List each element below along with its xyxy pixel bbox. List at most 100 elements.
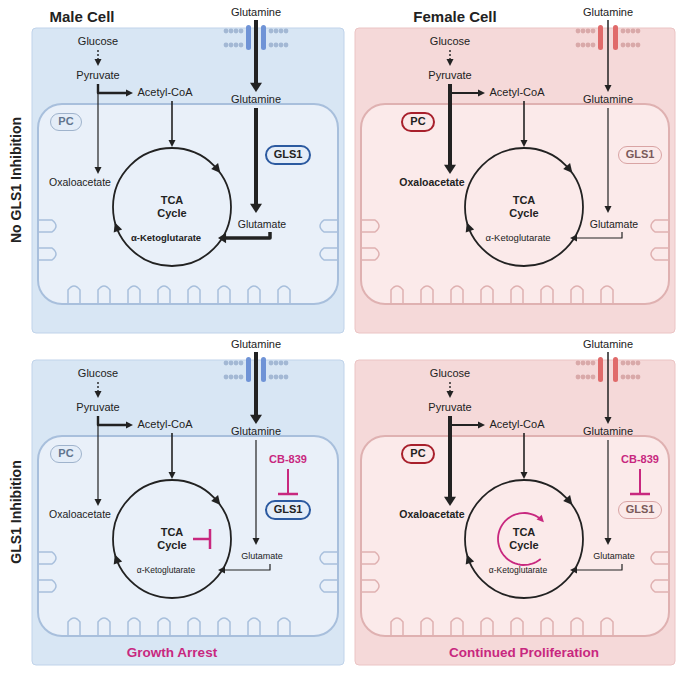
enzyme-name: GLS1 — [274, 503, 303, 516]
arrowhead — [605, 417, 612, 424]
metabolite-label: Oxaloacetate — [399, 508, 464, 521]
glutamine-transporter — [613, 25, 618, 50]
metabolite-label: Glutamate — [238, 218, 286, 231]
lipid-head — [224, 361, 229, 366]
arrowhead — [169, 472, 176, 479]
lipid-head — [591, 29, 596, 34]
arrowhead — [605, 538, 612, 545]
flux-arrow — [171, 433, 173, 474]
flux-arrow — [607, 440, 608, 540]
flux-arrow — [523, 101, 525, 142]
lipid-head — [279, 375, 284, 380]
glutamine-transporter — [246, 25, 251, 50]
arrowhead — [447, 59, 454, 66]
arrowhead — [95, 499, 102, 506]
lipid-head — [576, 375, 581, 380]
metabolite-label: Pyruvate — [428, 69, 471, 82]
lipid-head — [636, 361, 641, 366]
tca-cycle-circle: TCA Cycle — [110, 477, 234, 601]
metabolite-label: Glutamine — [583, 338, 633, 351]
lipid-head — [234, 29, 239, 34]
metabolite-label: Glutamine — [231, 93, 281, 106]
lipid-head — [269, 361, 274, 366]
lipid-head — [234, 43, 239, 48]
lipid-head — [274, 375, 279, 380]
lipid-head — [239, 43, 244, 48]
cycle-ring — [113, 480, 231, 598]
lipid-head — [284, 29, 289, 34]
arrowhead — [447, 391, 454, 398]
metabolite-label: Oxaloacetate — [49, 508, 111, 521]
lipid-head — [576, 29, 581, 34]
arrowhead — [605, 85, 612, 92]
flux-arrow — [97, 84, 98, 169]
arrowhead — [463, 221, 475, 233]
metabolite-label: Acetyl-CoA — [137, 418, 192, 431]
arrowhead — [250, 415, 262, 424]
metabolite-label: Glutamate — [593, 551, 635, 562]
lipid-head — [284, 361, 289, 366]
mitochondrion — [361, 436, 669, 636]
inhibition-bar — [630, 493, 650, 496]
lipid-head — [269, 43, 274, 48]
glutamine-transporter — [261, 25, 266, 50]
lipid-head — [626, 361, 631, 366]
flux-arrow — [254, 352, 258, 418]
lipid-head — [581, 43, 586, 48]
flux-arrow — [607, 108, 608, 208]
cristae — [361, 220, 669, 304]
lipid-head — [576, 43, 581, 48]
inhibition-line — [193, 538, 210, 541]
cycle-ring — [465, 480, 583, 598]
flux-arrow — [450, 84, 480, 93]
arrowhead — [563, 495, 576, 508]
metabolite-label: Glutamine — [583, 6, 633, 19]
flux-arrow — [98, 416, 128, 425]
metabolite-label: Pyruvate — [76, 401, 119, 414]
lipid-head — [274, 43, 279, 48]
lipid-head — [269, 29, 274, 34]
lipid-head — [626, 43, 631, 48]
lipid-head — [586, 361, 591, 366]
lipid-head — [279, 43, 284, 48]
tca-cycle-circle: TCA Cycle — [462, 477, 586, 601]
flux-arrow — [255, 440, 256, 540]
metabolite-label: Glutamine — [583, 93, 633, 106]
lipid-head — [224, 43, 229, 48]
lipid-head — [581, 375, 586, 380]
arrowhead — [521, 472, 528, 479]
drug-label: CB-839 — [621, 453, 659, 466]
enzyme-pill: PC — [401, 112, 434, 131]
arrowhead — [444, 165, 456, 174]
flux-arrow — [523, 433, 525, 474]
outcome-label: Continued Proliferation — [449, 645, 599, 661]
lipid-head — [234, 361, 239, 366]
arrowhead — [95, 391, 102, 398]
flux-arrow — [98, 84, 128, 93]
lipid-head — [274, 29, 279, 34]
lipid-head — [636, 43, 641, 48]
lipid-head — [586, 29, 591, 34]
cell-panel — [32, 360, 344, 665]
enzyme-pill: GLS1 — [265, 145, 312, 164]
lipid-head — [229, 375, 234, 380]
arrowhead — [537, 515, 544, 523]
cycle-name: TCA Cycle — [501, 526, 547, 552]
cell-panel — [355, 360, 675, 665]
row-header: No GLS1 Inhibition — [8, 117, 25, 243]
lipid-head — [631, 375, 636, 380]
cristae — [38, 220, 338, 304]
lipid-head — [591, 375, 596, 380]
metabolite-label: Glucose — [78, 367, 118, 380]
arrowhead — [169, 140, 176, 147]
cell-group — [32, 20, 344, 333]
metabolite-label: Pyruvate — [76, 69, 119, 82]
lipid-head — [626, 375, 631, 380]
enzyme-pill: PC — [50, 113, 81, 130]
flux-arrow — [223, 564, 270, 570]
lipid-head — [631, 43, 636, 48]
enzyme-name: PC — [58, 447, 73, 460]
metabolite-label: α-Ketoglutarate — [489, 565, 547, 575]
